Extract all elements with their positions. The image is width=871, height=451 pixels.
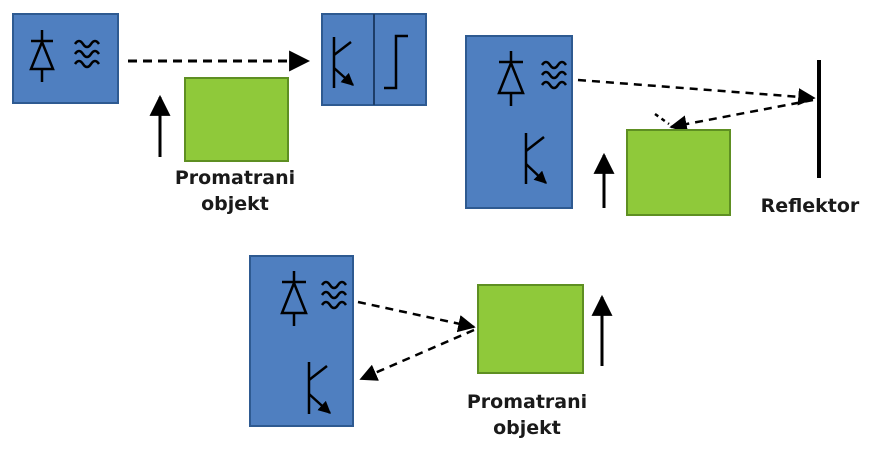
reflector-label-text: Reflektor [760, 195, 860, 217]
led-diode-icon [280, 271, 308, 326]
phototransistor-icon [332, 37, 354, 88]
emitted-beam-arrow [577, 78, 816, 106]
emitter-box [12, 13, 119, 104]
observed-object-box [626, 129, 731, 216]
step-signal-icon [384, 34, 408, 90]
phototransistor-icon [307, 362, 331, 414]
object-label-line1: Promatrani [174, 167, 296, 189]
diffuse-setup [249, 255, 613, 427]
observed-object-label: Promatrani objekt [442, 389, 612, 441]
sensor-box [465, 35, 573, 209]
light-emission-waves-icon [540, 60, 568, 90]
emitted-beam-arrow [357, 300, 476, 333]
reflected-beam-arrow [669, 98, 814, 133]
observed-object-box [184, 77, 289, 162]
object-label-line2: objekt [493, 417, 561, 439]
through-beam-setup [12, 13, 427, 162]
observed-object-box [477, 284, 584, 374]
light-emission-waves-icon [73, 39, 101, 69]
object-label-line2: objekt [201, 193, 269, 215]
phototransistor-icon [524, 133, 547, 184]
led-diode-icon [497, 51, 525, 106]
reflector-label: Reflektor [750, 193, 870, 219]
beam-blocked-stub [654, 112, 670, 126]
light-emission-waves-icon [320, 280, 348, 310]
retroreflective-setup [465, 35, 821, 216]
object-label-line1: Promatrani [466, 391, 588, 413]
observed-object-label: Promatrani objekt [150, 165, 320, 217]
sensor-box [249, 255, 354, 427]
reflected-beam-arrow [359, 328, 475, 381]
led-diode-icon [29, 30, 55, 82]
